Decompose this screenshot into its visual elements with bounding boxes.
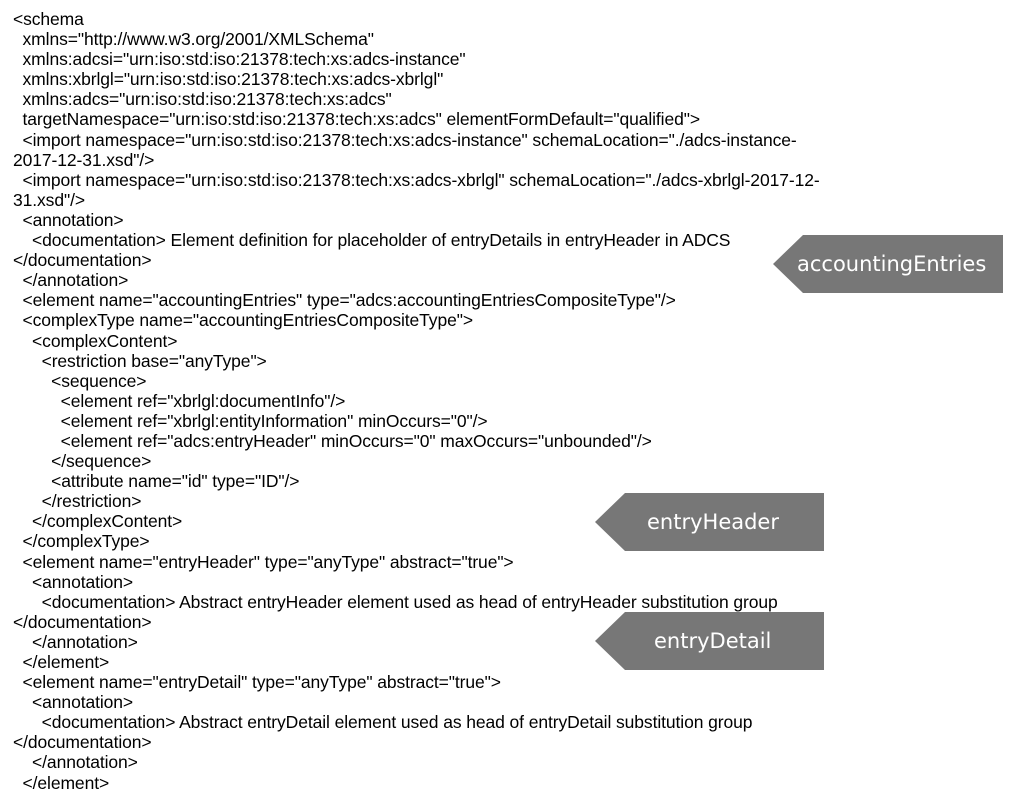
code-line: targetNamespace="urn:iso:std:iso:21378:t… <box>13 109 701 130</box>
code-line: <documentation> Element definition for p… <box>13 230 731 251</box>
callout-entry-header: entryHeader <box>595 493 824 551</box>
code-line: <annotation> <box>13 209 124 230</box>
code-line: </restriction> <box>13 491 142 512</box>
code-line: <element ref="adcs:entryHeader" minOccur… <box>13 430 652 451</box>
callout-entry-header-label: entryHeader <box>647 510 779 534</box>
code-line: </element> <box>13 652 110 672</box>
code-line: <element name="entryDetail" type="anyTyp… <box>13 672 501 693</box>
code-line: <element name="entryHeader" type="anyTyp… <box>13 551 514 572</box>
code-line: </complexType> <box>13 531 150 552</box>
code-line: xmlns="http://www.w3.org/2001/XMLSchema" <box>13 29 374 50</box>
code-line: <annotation> <box>13 571 134 592</box>
code-line: </annotation> <box>13 270 129 291</box>
code-line: <restriction base="anyType"> <box>13 350 267 371</box>
code-line: <element name="accountingEntries" type="… <box>13 290 676 311</box>
code-line: xmlns:adcsi="urn:iso:std:iso:21378:tech:… <box>13 49 466 70</box>
code-line: 2017-12-31.xsd"/> <box>13 149 155 170</box>
code-line: </documentation> <box>13 611 152 632</box>
code-line: <schema <box>13 9 84 29</box>
xml-schema-code-block: <schema xmlns="http://www.w3.org/2001/XM… <box>13 9 1013 793</box>
code-line: </complexContent> <box>13 511 183 532</box>
callout-accounting-entries-label: accountingEntries <box>797 252 987 276</box>
code-line: xmlns:xbrlgl="urn:iso:std:iso:21378:tech… <box>13 69 444 90</box>
code-line: <annotation> <box>13 692 134 713</box>
code-line: <import namespace="urn:iso:std:iso:21378… <box>13 169 820 190</box>
code-line: <attribute name="id" type="ID"/> <box>13 471 300 492</box>
code-line: <complexContent> <box>13 330 178 351</box>
code-line: </documentation> <box>13 732 152 753</box>
callout-entry-detail: entryDetail <box>595 612 824 670</box>
code-line: </element> <box>13 772 110 793</box>
code-line: <sequence> <box>13 370 147 391</box>
code-line: </annotation> <box>13 631 138 652</box>
code-line: </sequence> <box>13 451 152 472</box>
code-line: <documentation> Abstract entryDetail ele… <box>13 712 753 733</box>
code-line: <documentation> Abstract entryHeader ele… <box>13 591 778 612</box>
callout-entry-detail-label: entryDetail <box>654 629 772 653</box>
code-line: <element ref="xbrlgl:documentInfo"/> <box>13 390 346 411</box>
code-line: </documentation> <box>13 250 152 271</box>
callout-accounting-entries: accountingEntries <box>773 235 1003 293</box>
code-line: <import namespace="urn:iso:std:iso:21378… <box>13 129 797 150</box>
code-line: <element ref="xbrlgl:entityInformation" … <box>13 410 488 431</box>
code-line: <complexType name="accountingEntriesComp… <box>13 310 474 331</box>
code-line: </annotation> <box>13 752 138 773</box>
code-line: 31.xsd"/> <box>13 189 85 210</box>
code-line: xmlns:adcs="urn:iso:std:iso:21378:tech:x… <box>13 89 392 110</box>
